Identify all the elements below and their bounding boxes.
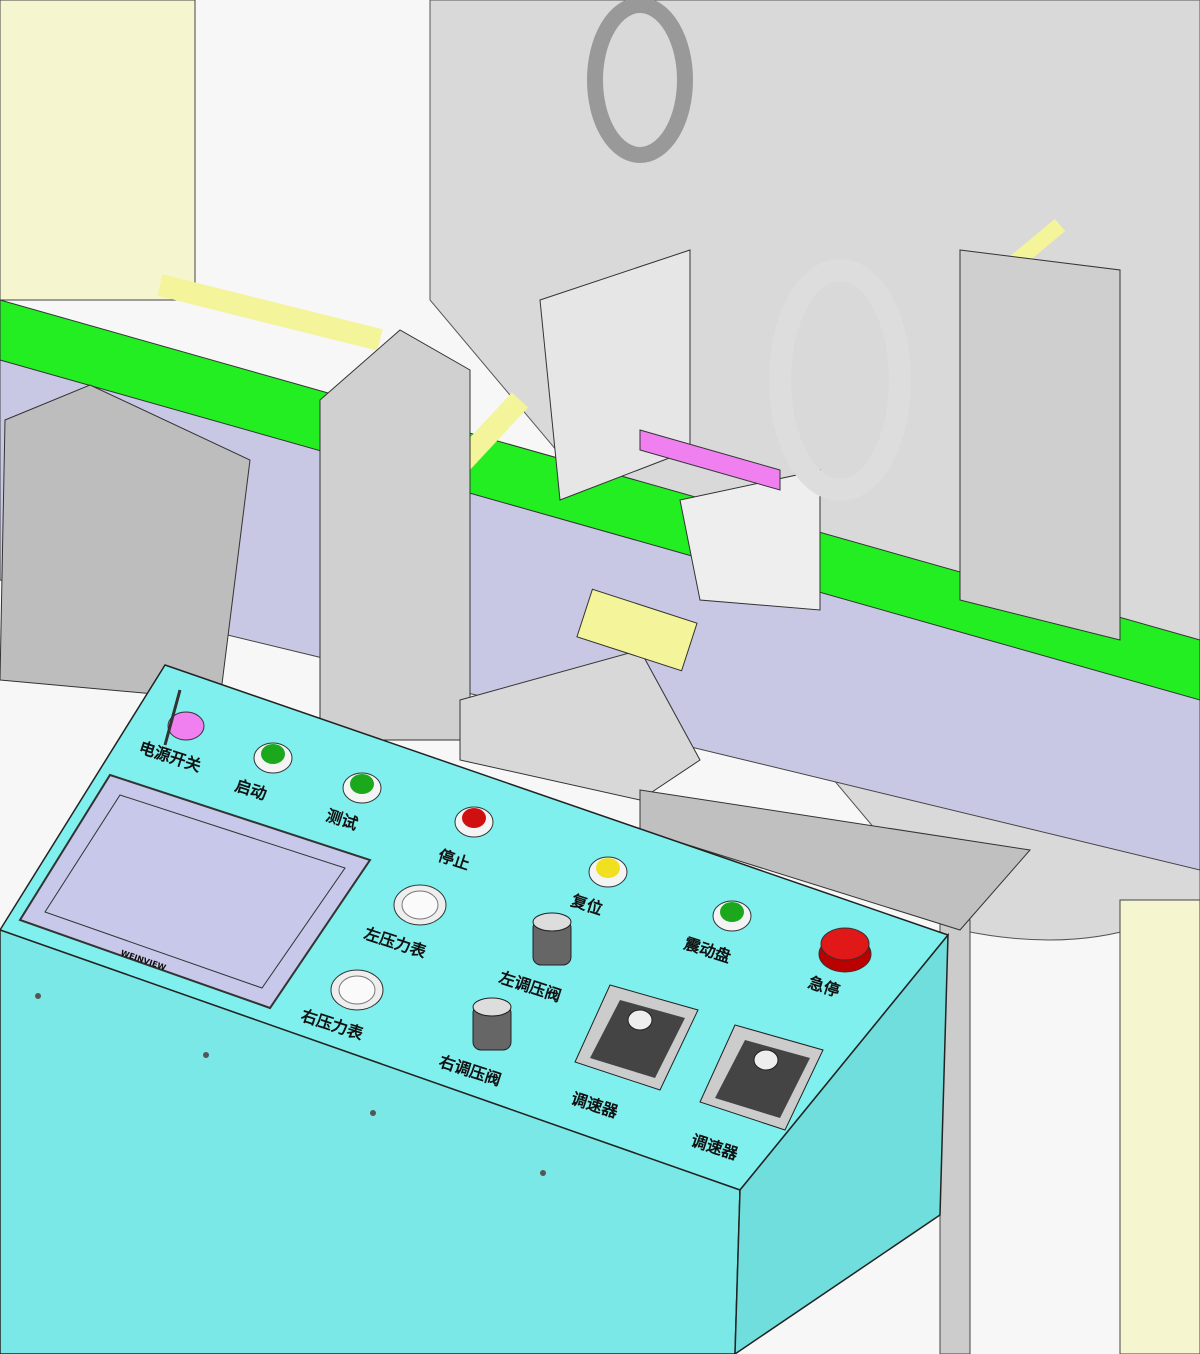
vibration-plate-button[interactable] xyxy=(712,900,752,932)
stop-button[interactable] xyxy=(454,806,494,838)
screen-display-area xyxy=(44,794,346,989)
power-key-switch[interactable] xyxy=(167,711,205,741)
right-frame xyxy=(1119,899,1200,1354)
guard-box xyxy=(0,384,251,701)
speed-controller-1[interactable] xyxy=(574,984,699,1091)
reset-button[interactable] xyxy=(588,856,628,888)
control-panel-side xyxy=(734,932,949,1354)
left-frame xyxy=(0,0,196,301)
ring-guide xyxy=(769,259,911,501)
control-panel-front xyxy=(0,929,741,1354)
left-pressure-gauge xyxy=(393,884,447,926)
key-icon xyxy=(163,689,182,746)
emergency-stop-button[interactable] xyxy=(818,927,872,973)
slide-table xyxy=(459,649,701,801)
touch-screen[interactable] xyxy=(18,773,372,1010)
ring-guide xyxy=(587,0,693,163)
speed-controller-2[interactable] xyxy=(699,1024,824,1131)
test-button[interactable] xyxy=(342,772,382,804)
right-pressure-gauge xyxy=(330,969,384,1011)
left-pressure-valve-knob[interactable] xyxy=(532,912,572,966)
right-column xyxy=(959,249,1121,641)
start-button[interactable] xyxy=(253,742,293,774)
gripper xyxy=(576,588,698,672)
pink-plate xyxy=(639,429,781,491)
right-pressure-valve-knob[interactable] xyxy=(472,997,512,1051)
support-column xyxy=(319,329,471,741)
table-top xyxy=(639,789,1031,931)
yellow-cylinder xyxy=(157,274,383,351)
